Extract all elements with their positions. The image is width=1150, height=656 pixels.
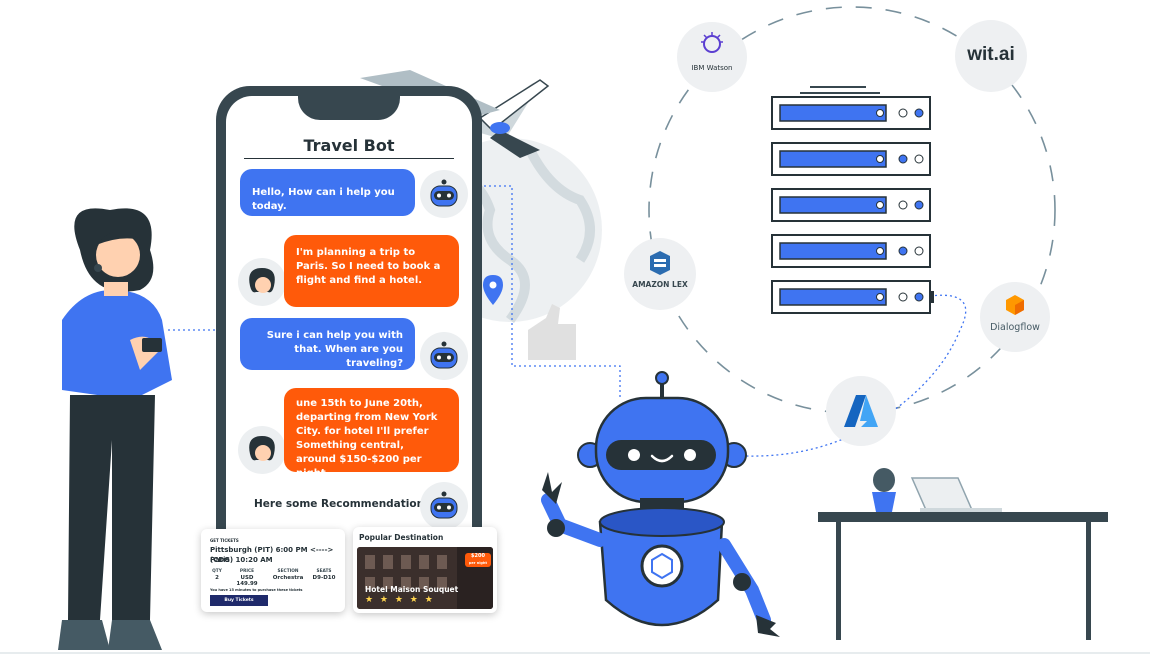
robot-face-icon	[430, 179, 458, 207]
chat-title: Travel Bot	[303, 136, 395, 155]
thumbs-up-icon	[528, 304, 576, 360]
ticket-route-line1: Pittsburgh (PIT) 6:00 PM <----> Paris	[210, 546, 334, 564]
woman-face-icon	[249, 436, 275, 461]
bot-avatar	[420, 332, 468, 380]
robot-face-icon	[430, 491, 458, 519]
bot-avatar	[420, 170, 468, 218]
destination-card[interactable]: Popular Destination $200 per night Hotel…	[353, 527, 497, 613]
bot-message-text: Sure i can help you with that. When are …	[266, 330, 403, 369]
dialogflow-logo: Dialogflow	[980, 282, 1050, 352]
phone-notch	[298, 96, 400, 120]
integration-orbit	[648, 6, 1056, 414]
azure-logo	[826, 376, 896, 446]
azure-icon	[844, 395, 878, 427]
price-unit: per night	[468, 561, 488, 565]
laptop-icon	[910, 477, 1002, 512]
desk	[818, 512, 1108, 640]
connector-line	[744, 294, 967, 457]
ticket-val-seats: D9-D10	[312, 575, 336, 581]
user-avatar	[238, 258, 286, 306]
amazon-lex-logo: AMAZON LEX	[624, 238, 696, 310]
bot-message: Hello, How can i help you today.	[240, 169, 415, 216]
robot-illustration	[532, 371, 780, 637]
bot-message: Sure i can help you with that. When are …	[240, 318, 415, 370]
location-pin-icon	[483, 275, 503, 305]
user-avatar	[238, 426, 286, 474]
amazon-lex-icon	[650, 251, 670, 275]
user-message: I'm planning a trip to Paris. So I need …	[284, 235, 459, 307]
ibm-watson-label: IBM Watson	[691, 64, 733, 72]
woman-face-icon	[249, 268, 275, 293]
ibm-watson-logo: IBM Watson	[677, 22, 747, 92]
bot-avatar	[420, 482, 468, 530]
plant-icon	[872, 468, 896, 512]
wit-ai-logo: wit.ai	[955, 20, 1027, 92]
user-message-text: I'm planning a trip to Paris. So I need …	[296, 247, 441, 286]
star-rating: ★ ★ ★ ★ ★	[365, 595, 435, 605]
amazon-lex-label: AMAZON LEX	[632, 280, 688, 289]
price-amount: $200	[471, 553, 485, 559]
server-rack	[771, 86, 934, 314]
ticket-val-section: Orchestra	[272, 575, 304, 581]
woman-illustration	[58, 208, 172, 650]
wit-ai-label: wit.ai	[967, 44, 1015, 65]
hotel-name: Hotel Maison Souquet	[365, 585, 459, 594]
dialogflow-icon	[1006, 295, 1024, 315]
price-badge: $200 per night	[465, 553, 491, 567]
ticket-val-qty: 2	[215, 575, 219, 581]
dialogflow-label: Dialogflow	[990, 322, 1040, 333]
ticket-note: You have 15 minutes to purchase these ti…	[210, 588, 303, 592]
user-message-text: une 15th to June 20th, departing from Ne…	[296, 398, 438, 479]
ticket-col-seats: SEATS	[316, 569, 332, 574]
buy-tickets-button[interactable]: Buy Tickets	[210, 595, 268, 606]
bot-message-text: Hello, How can i help you today.	[252, 187, 395, 212]
ticket-card[interactable]: GET TICKETS Pittsburgh (PIT) 6:00 PM <--…	[201, 529, 345, 612]
ticket-col-section: SECTION	[277, 569, 299, 574]
hotel-photo: $200 per night Hotel Maison Souquet ★ ★ …	[357, 547, 493, 609]
destination-title: Popular Destination	[359, 533, 444, 542]
user-message: une 15th to June 20th, departing from Ne…	[284, 388, 459, 479]
robot-face-icon	[430, 341, 458, 369]
ticket-header: GET TICKETS	[210, 538, 239, 543]
ibm-watson-icon	[701, 32, 723, 53]
bot-recommendation-text: Here some Recommendation !	[254, 498, 433, 510]
ticket-col-qty: QTY	[212, 569, 222, 574]
ticket-val-price: USD 149.99	[236, 575, 258, 587]
ticket-col-price: PRICE	[239, 569, 255, 574]
title-divider	[244, 158, 454, 159]
ticket-route-line2: (CDG) 10:20 AM	[210, 556, 273, 564]
